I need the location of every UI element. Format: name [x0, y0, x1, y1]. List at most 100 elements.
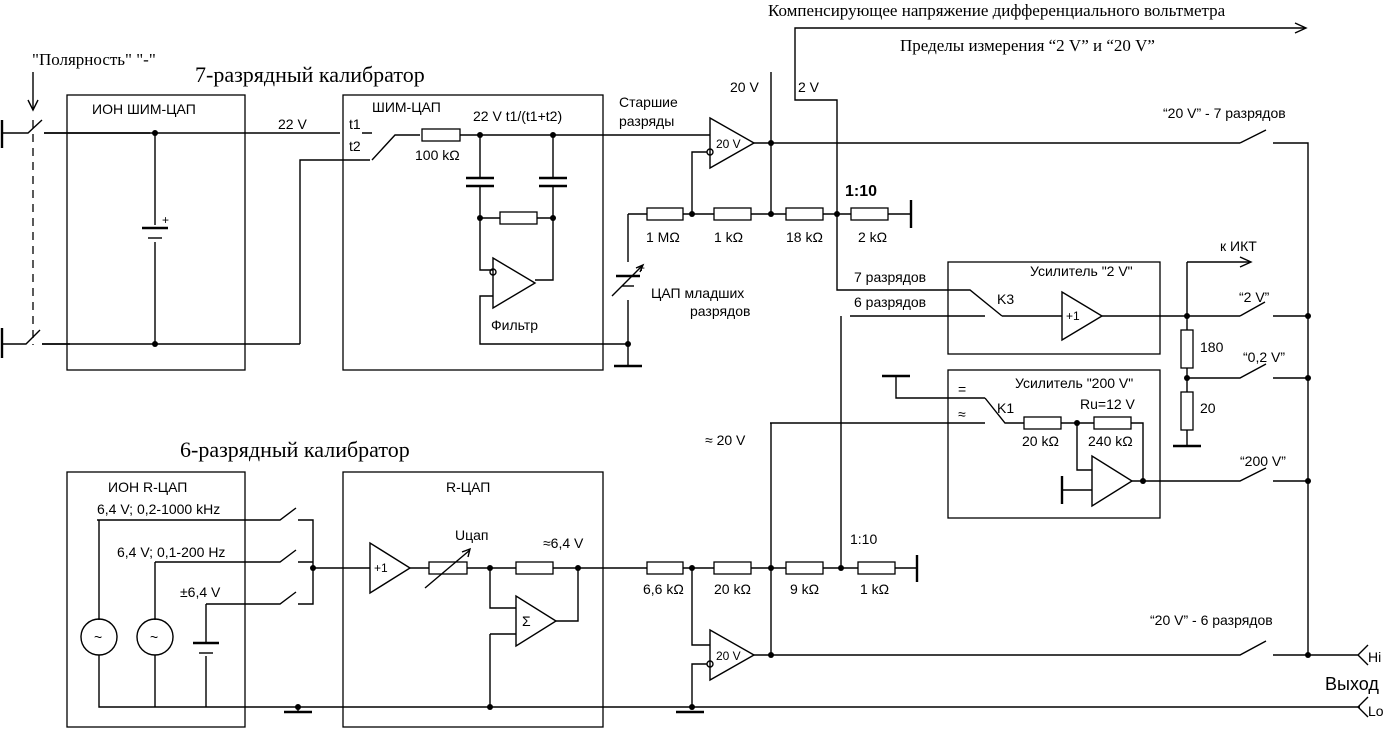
filter-opamp	[492, 256, 537, 310]
pwm-out-label: 22 V t1/(t1+t2)	[473, 108, 562, 124]
resistor-1k-top	[713, 207, 752, 221]
polarity-switch-bot	[2, 329, 70, 345]
pwm-dac-block	[342, 94, 604, 371]
svg-text:Ru=12 V: Ru=12 V	[1080, 396, 1136, 412]
amp-2v-block	[947, 261, 1161, 355]
svg-text:“200 V”: “200 V”	[1240, 453, 1286, 469]
svg-text:6,4 V; 0,1-200 Hz: 6,4 V; 0,1-200 Hz	[117, 544, 225, 560]
svg-text:=: =	[958, 381, 966, 397]
svg-text:+1: +1	[374, 561, 388, 575]
svg-text:к ИКТ: к ИКТ	[1220, 238, 1257, 254]
amp-200v-label: Усилитель "200 V"	[1015, 375, 1133, 391]
svg-text:“2 V”: “2 V”	[1239, 289, 1270, 305]
amp-2v-label: Усилитель "2 V"	[1030, 263, 1133, 279]
svg-text:6,4 V; 0,2-1000 kHz: 6,4 V; 0,2-1000 kHz	[97, 501, 220, 517]
compensating-voltage-label: Компенсирующее напряжение дифференциальн…	[768, 1, 1226, 20]
buffer-2v	[1061, 290, 1104, 342]
r-dac-label: R-ЦАП	[446, 479, 490, 495]
senior-bits-label-1: Старшие	[619, 94, 678, 110]
ion-pwm-block	[66, 94, 246, 371]
svg-text:“0,2 V”: “0,2 V”	[1243, 349, 1285, 365]
svg-text:20 kΩ: 20 kΩ	[1022, 433, 1059, 449]
svg-text:20 V: 20 V	[716, 137, 741, 151]
resistor-20	[1180, 391, 1194, 431]
label-100k: 100 kΩ	[415, 147, 460, 163]
r-dac-block	[342, 471, 604, 728]
opamp-20v-bot	[709, 628, 756, 682]
ratio-bot: 1:10	[850, 531, 877, 547]
resistor-fb-rdac	[515, 561, 554, 575]
ion-r-label: ИОН R-ЦАП	[108, 479, 187, 495]
resistor-240k	[1093, 416, 1132, 430]
svg-text:1 MΩ: 1 MΩ	[646, 229, 680, 245]
svg-text:+1: +1	[1066, 309, 1080, 323]
svg-text:18 kΩ: 18 kΩ	[786, 229, 823, 245]
svg-text:≈: ≈	[958, 406, 966, 422]
resistor-66k	[646, 561, 684, 575]
output-label: Выход	[1325, 674, 1379, 694]
svg-text:K3: K3	[997, 291, 1014, 307]
junior-dac-label-1: ЦАП младших	[651, 285, 744, 301]
calibrator-7-title: 7-разрядный калибратор	[195, 62, 425, 87]
ion-pwm-internal-wire	[42, 132, 340, 345]
svg-text:2 V: 2 V	[798, 79, 820, 95]
svg-text:20 V: 20 V	[716, 649, 741, 663]
sw20-6-label: “20 V” - 6 разрядов	[1150, 612, 1273, 628]
svg-text:≈6,4 V: ≈6,4 V	[543, 535, 584, 551]
resistor-20k-b	[713, 561, 752, 575]
compensating-arrow	[794, 27, 1305, 72]
svg-text:Uцап: Uцап	[455, 527, 489, 543]
label-22v: 22 V	[278, 116, 307, 132]
svg-text:20 kΩ: 20 kΩ	[714, 581, 751, 597]
junior-dac-arrow	[611, 263, 645, 297]
junior-dac-label-2: разрядов	[690, 303, 750, 319]
ion-r-block	[66, 471, 246, 728]
svg-text:20: 20	[1200, 400, 1216, 416]
svg-text:240 kΩ: 240 kΩ	[1088, 433, 1133, 449]
filter-label: Фильтр	[491, 317, 538, 333]
sum-amp	[515, 594, 558, 648]
resistor-180	[1180, 329, 1194, 369]
buffer-rdac	[369, 541, 412, 595]
svg-text:≈ 20 V: ≈ 20 V	[705, 432, 746, 448]
svg-text:+: +	[638, 261, 645, 275]
filter-resistor	[499, 211, 538, 225]
calibrator-6-title: 6-разрядный калибратор	[180, 437, 410, 462]
pwm-switch	[362, 132, 420, 161]
resistor-20k-a	[1023, 416, 1062, 430]
ion-pwm-label: ИОН ШИМ-ЦАП	[92, 101, 196, 117]
opamp-20v-top	[709, 116, 756, 170]
k1-switch	[770, 397, 1024, 424]
resistor-2k	[850, 207, 889, 221]
t2-wire	[299, 159, 370, 344]
svg-text:180: 180	[1200, 339, 1224, 355]
polarity-switch-top	[2, 119, 150, 134]
amp-200v-block	[947, 369, 1161, 519]
opamp-200v	[1091, 454, 1134, 508]
svg-text:6 разрядов: 6 разрядов	[854, 294, 926, 310]
battery-plus: +	[162, 213, 169, 227]
resistor-1k-bot	[857, 561, 896, 575]
resistor-100k	[421, 128, 461, 142]
svg-text:9 kΩ: 9 kΩ	[790, 581, 819, 597]
svg-text:2 kΩ: 2 kΩ	[858, 229, 887, 245]
resistor-1m	[646, 207, 684, 221]
senior-bits-label-2: разряды	[619, 113, 674, 129]
svg-text:1 kΩ: 1 kΩ	[714, 229, 743, 245]
resistor-9k	[785, 561, 824, 575]
polarity-label: "Полярность" "-"	[32, 50, 156, 69]
svg-text:Hi: Hi	[1368, 649, 1381, 665]
svg-text:Lo: Lo	[1368, 703, 1384, 719]
svg-text:20 V: 20 V	[730, 79, 759, 95]
svg-text:7 разрядов: 7 разрядов	[854, 269, 926, 285]
compensating-arrowhead	[1294, 22, 1308, 34]
resistor-18k	[785, 207, 824, 221]
polarity-arrowhead	[27, 99, 39, 112]
pwm-dac-label: ШИМ-ЦАП	[372, 99, 441, 115]
ranges-label: Пределы измерения “2 V” и “20 V”	[900, 36, 1155, 55]
label-t1: t1	[349, 116, 361, 132]
pwm-filter-wires	[460, 134, 710, 281]
svg-text:Σ: Σ	[522, 613, 531, 629]
sw20-7-label: “20 V” - 7 разрядов	[1163, 105, 1286, 121]
